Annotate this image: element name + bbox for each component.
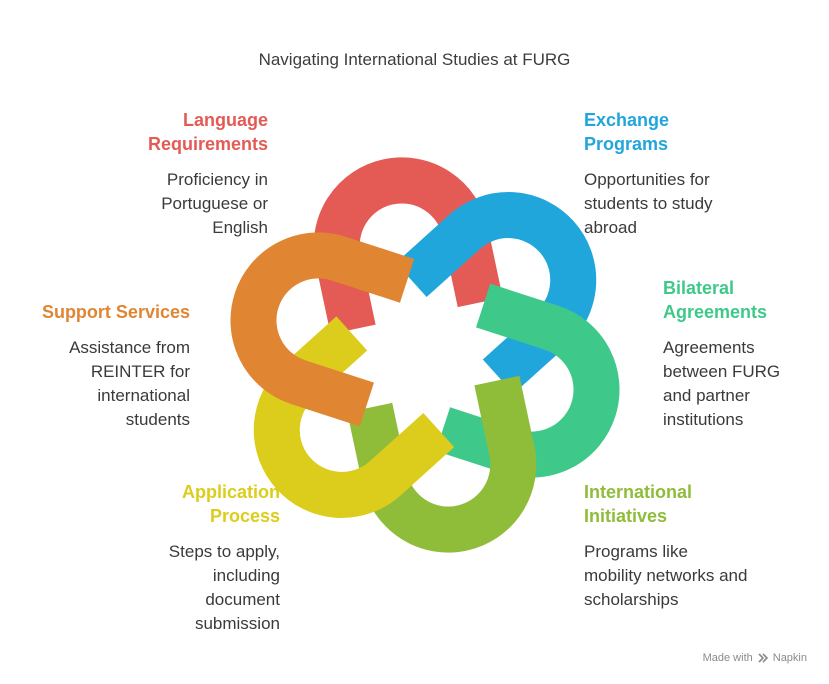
exchange-programs-block: Exchange Programs Opportunities for stud… (584, 108, 824, 240)
support-services-heading: Support Services (41, 302, 190, 322)
support-loop (230, 232, 415, 427)
international-initiatives-block: International Initiatives Programs like … (584, 480, 824, 612)
support-services-description: Assistance from REINTER for internationa… (69, 338, 190, 429)
international-loop (347, 375, 537, 553)
exchange-loop (395, 192, 597, 394)
bilateral-agreements-heading: Bilateral Agreements (663, 278, 768, 322)
language-requirements-description: Proficiency in Portuguese or English (161, 170, 268, 237)
application-process-block: Application Process Steps to apply, incl… (40, 480, 280, 636)
page-title: Navigating International Studies at FURG (258, 50, 571, 69)
support-services-block: Support Services Assistance from REINTER… (0, 300, 190, 432)
napkin-brand-label: Napkin (772, 652, 807, 664)
language-requirements-heading: Language Requirements (147, 110, 268, 154)
international-initiatives-description: Programs like mobility networks and scho… (584, 542, 748, 609)
application-process-description: Steps to apply, including document submi… (168, 542, 280, 633)
bilateral-agreements-block: Bilateral Agreements Agreements between … (663, 276, 829, 432)
napkin-logo-icon (758, 653, 768, 663)
made-with-label: Made with (702, 652, 753, 664)
application-process-heading: Application Process (182, 482, 280, 526)
language-requirements-block: Language Requirements Proficiency in Por… (28, 108, 268, 240)
bilateral-agreements-description: Agreements between FURG and partner inst… (663, 338, 781, 429)
language-loop (313, 157, 503, 335)
exchange-programs-heading: Exchange Programs (584, 110, 670, 154)
bilateral-loop (435, 283, 620, 478)
made-with-napkin-footer: Made with Napkin (703, 652, 807, 664)
international-initiatives-heading: International Initiatives (584, 482, 693, 526)
application-loop (253, 316, 455, 518)
exchange-programs-description: Opportunities for students to study abro… (584, 170, 713, 237)
